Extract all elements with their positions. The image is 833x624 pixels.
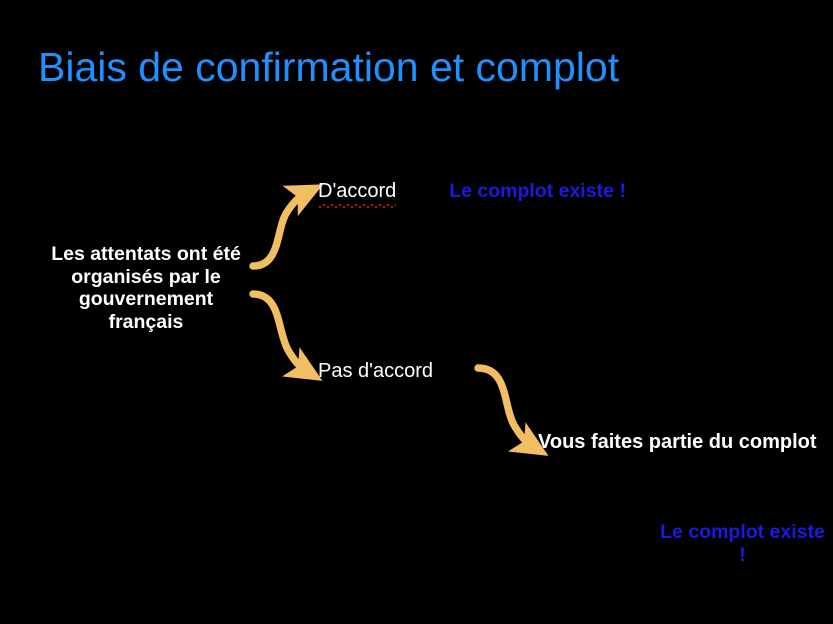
arrow-premise-to-disagree	[249, 290, 323, 381]
page-title: Biais de confirmation et complot	[38, 44, 620, 90]
conclusion-top: Le complot existe !	[449, 180, 626, 202]
disagree-label: Pas d'accord	[318, 360, 433, 382]
premise-text: Les attentats ont été organisés par le g…	[51, 243, 241, 333]
conclusion-bottom: Le complot existe !	[660, 521, 825, 566]
agree-label-text: D'accord	[318, 180, 397, 209]
agree-label: D'accord	[318, 180, 397, 209]
arrow-disagree-to-conspirator	[474, 364, 549, 456]
arrow-premise-to-agree	[249, 184, 324, 270]
conspirator-text: Vous faites partie du complot	[538, 431, 817, 453]
